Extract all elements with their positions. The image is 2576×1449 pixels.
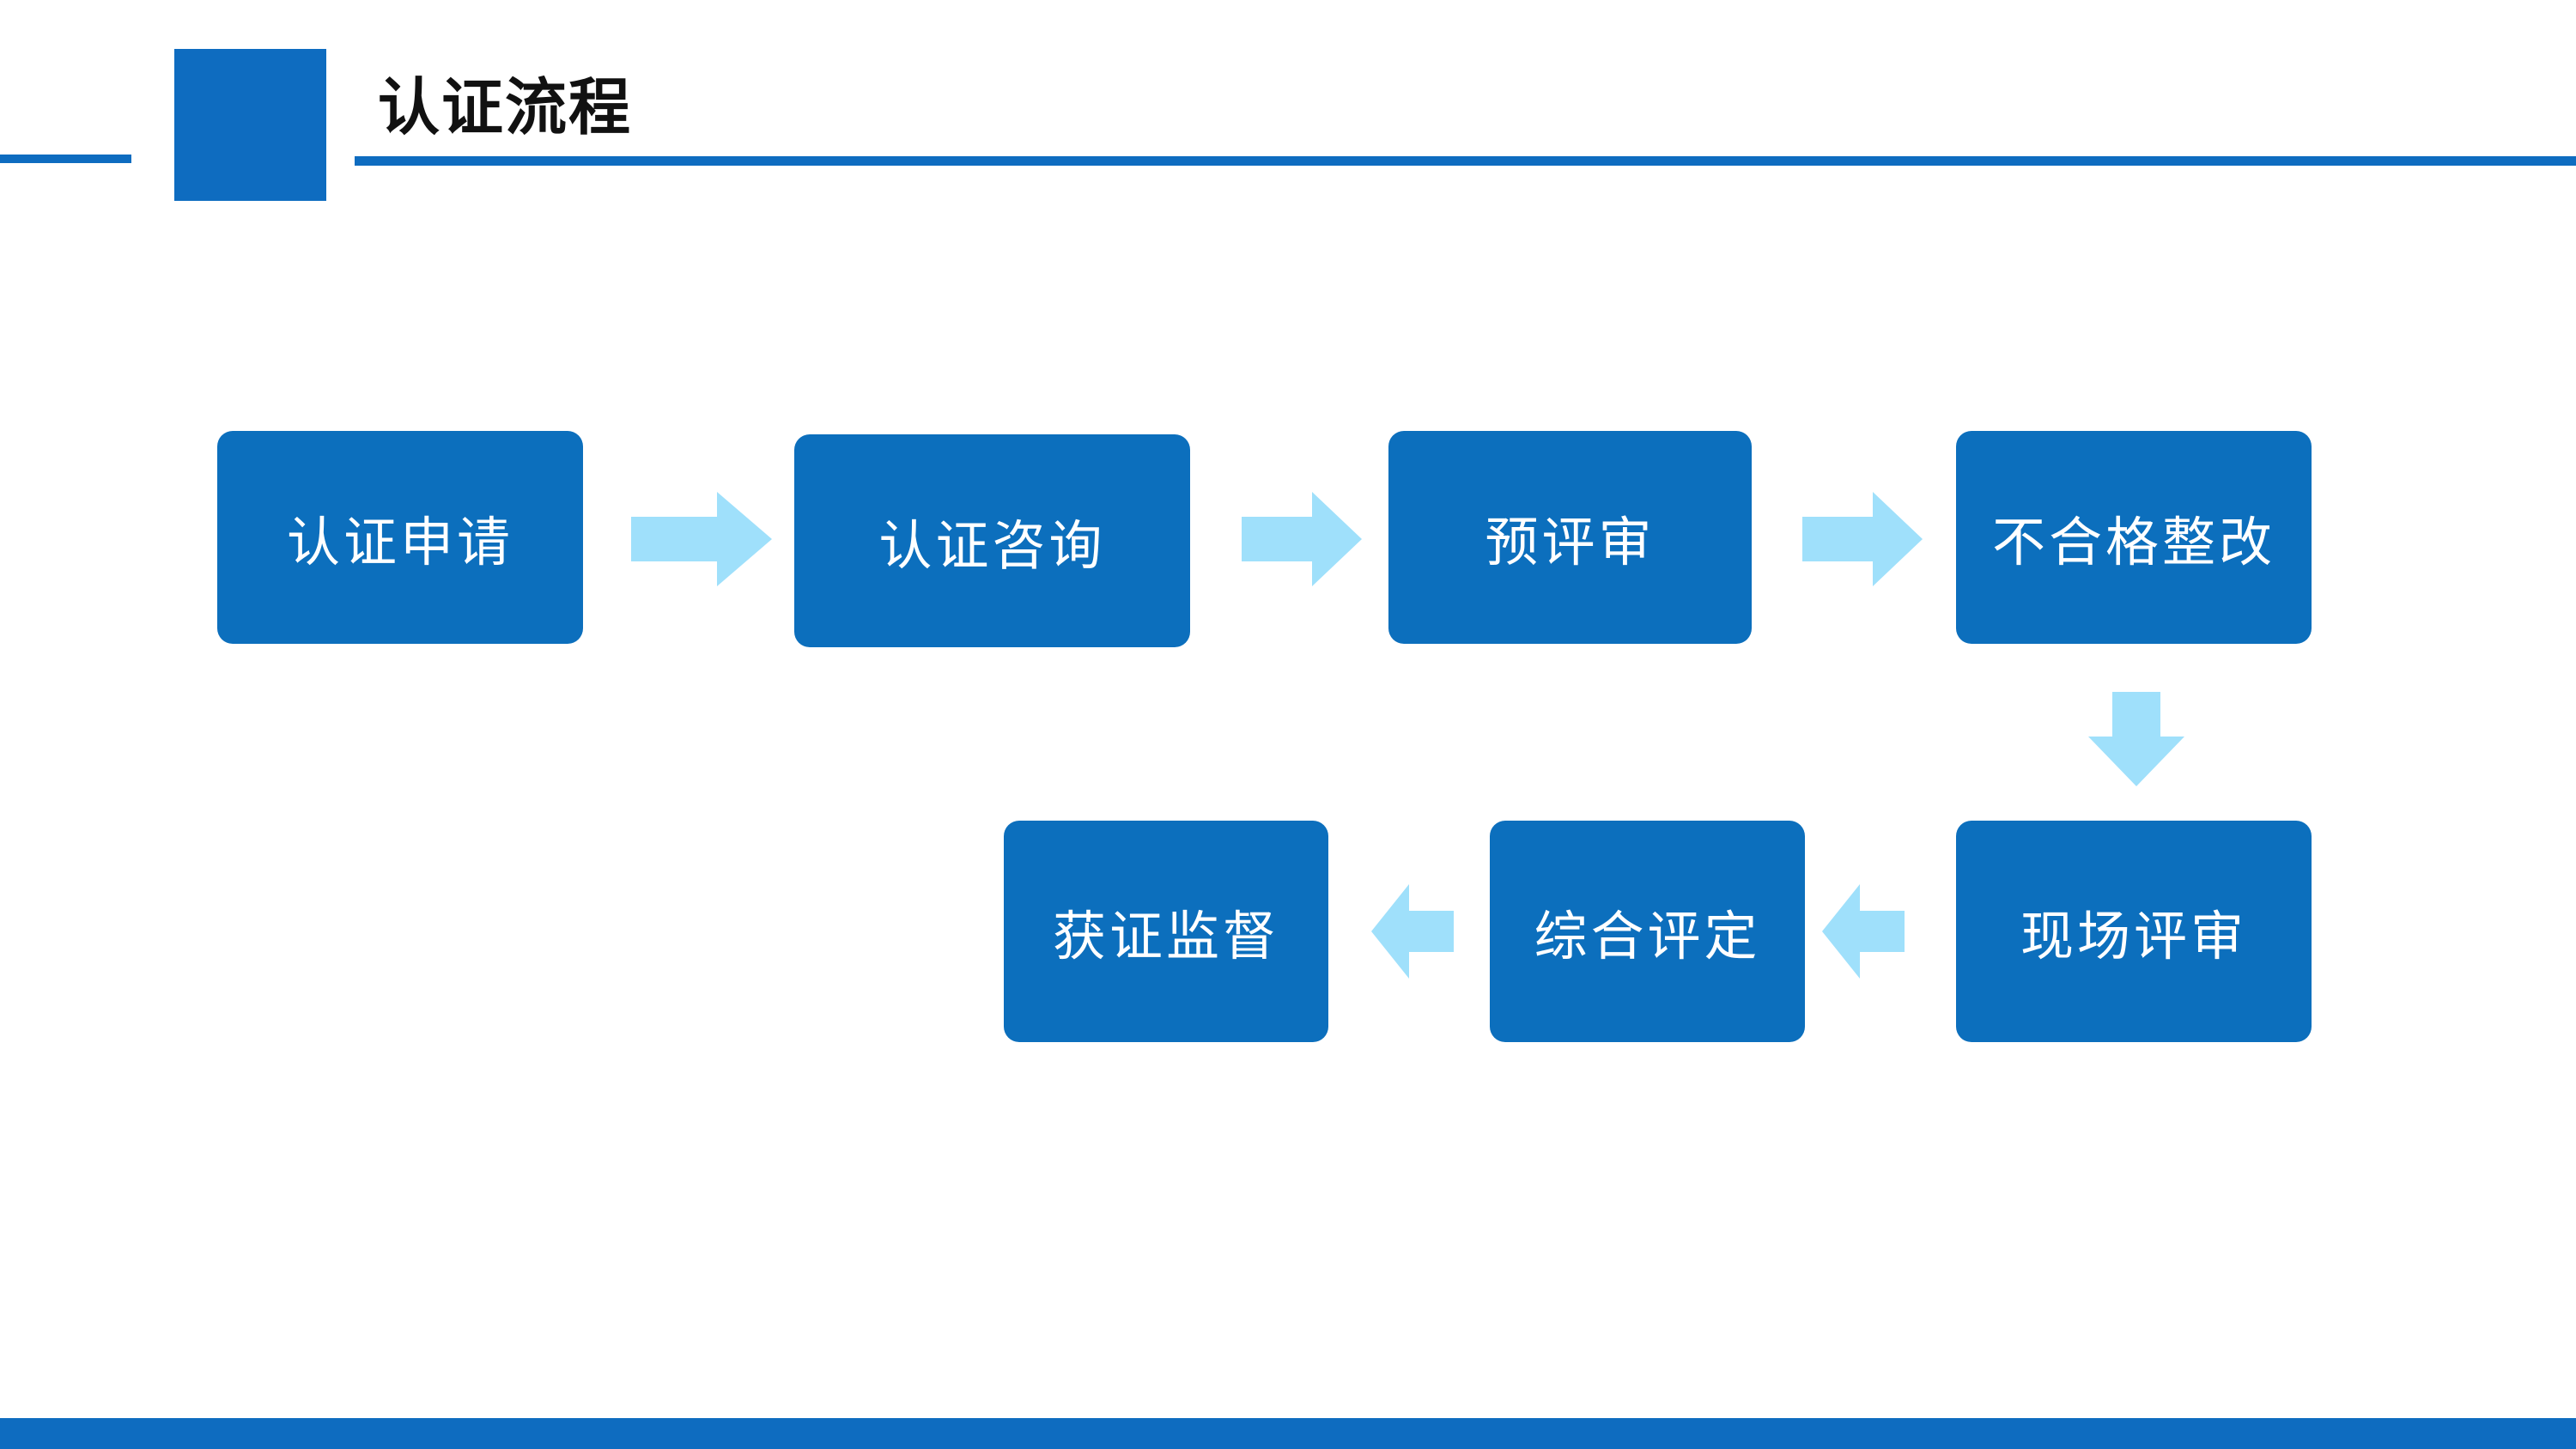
footer-bar	[0, 1418, 2576, 1449]
step-box-onsite-review: 现场评审	[1956, 821, 2312, 1042]
page-title: 认证流程	[378, 71, 633, 143]
arrow-right-icon	[631, 492, 772, 586]
arrow-left-icon	[1371, 884, 1454, 979]
arrow-left-icon	[1822, 884, 1905, 979]
arrow-down-icon	[2088, 692, 2184, 786]
step-label: 认证申请	[286, 511, 513, 573]
header-rule-left	[0, 155, 131, 163]
arrow-right-icon	[1802, 492, 1923, 586]
header-rule	[355, 156, 2576, 166]
step-box-consult: 认证咨询	[794, 434, 1190, 647]
header-accent-square	[174, 49, 326, 201]
step-label: 预评审	[1485, 511, 1656, 573]
step-box-rectification: 不合格整改	[1956, 431, 2312, 644]
step-label: 现场评审	[2020, 905, 2247, 967]
arrow-right-icon	[1242, 492, 1362, 586]
step-box-evaluation: 综合评定	[1490, 821, 1805, 1042]
step-label: 不合格整改	[1991, 511, 2275, 573]
step-label: 综合评定	[1534, 905, 1761, 967]
step-box-pre-review: 预评审	[1388, 431, 1752, 644]
step-label: 认证咨询	[878, 514, 1106, 577]
step-box-certification-supervision: 获证监督	[1004, 821, 1328, 1042]
step-box-apply: 认证申请	[217, 431, 583, 644]
step-label: 获证监督	[1052, 905, 1279, 967]
